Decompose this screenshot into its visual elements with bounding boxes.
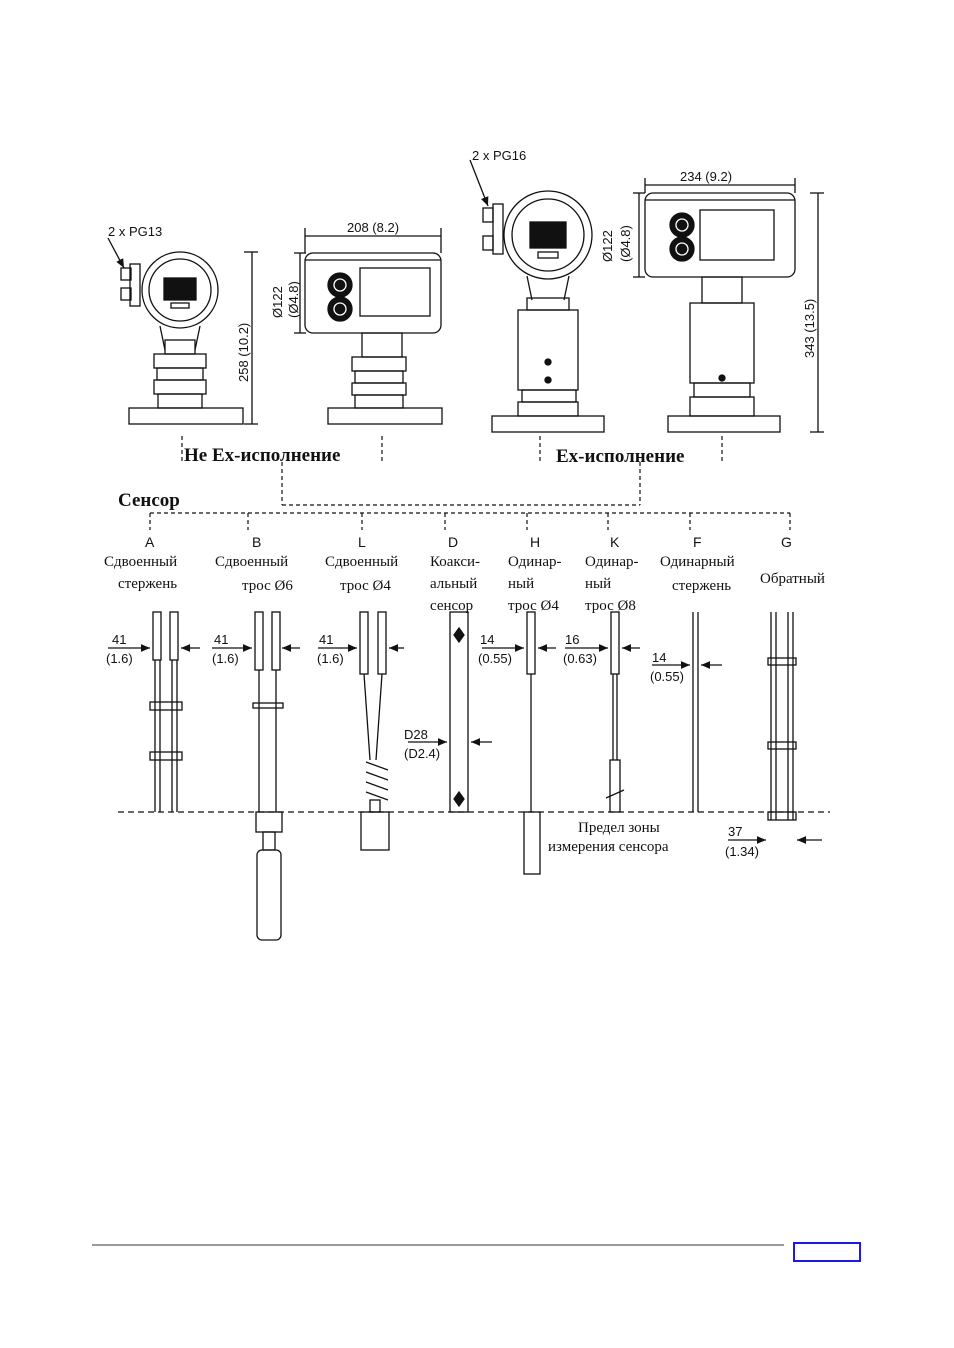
label-dim-122-left: Ø122 (270, 286, 285, 318)
limit-line2: измерения сенсора (548, 839, 669, 855)
sensor-k-line2: ный (585, 576, 611, 592)
label-non-ex: Не Ex-исполнение (184, 445, 340, 466)
housing-side-non-ex (304, 252, 443, 425)
dim-k-bot: (0.63) (563, 651, 597, 666)
label-pg13: 2 x PG13 (108, 224, 162, 239)
dim-h-top: 14 (480, 632, 494, 647)
dimension-arrows (108, 644, 822, 844)
sensor-d-line3: сенсор (430, 598, 473, 614)
dim-d-bot: (D2.4) (404, 746, 440, 761)
sensor-h-line2: ный (508, 576, 534, 592)
sensor-g-letter: G (781, 534, 792, 550)
housing-front-ex (482, 190, 605, 433)
dim-b-top: 41 (214, 632, 228, 647)
label-dim-48-right: (Ø4.8) (618, 225, 633, 262)
footer-rule (92, 1244, 784, 1246)
dim-g-top: 37 (728, 824, 742, 839)
sensor-l-line1: Сдвоенный (325, 554, 398, 570)
sensor-h-line3: трос Ø4 (508, 598, 559, 614)
sensor-k-line1: Одинар- (585, 554, 638, 570)
sensor-d-drawing (449, 611, 469, 813)
sensor-h-line1: Одинар- (508, 554, 561, 570)
sensor-l-drawing (359, 611, 390, 851)
label-pg16: 2 x PG16 (472, 148, 526, 163)
grouping-brackets (149, 436, 791, 530)
sensor-a-line1: Сдвоенный (104, 554, 177, 570)
sensor-a-drawing (149, 611, 183, 812)
sensor-a-line2: стержень (118, 576, 177, 592)
label-dim-122-right: Ø122 (600, 230, 615, 262)
dim-a-bot: (1.6) (106, 651, 133, 666)
sensor-f-drawing (692, 612, 699, 812)
dim-l-bot: (1.6) (317, 651, 344, 666)
sensor-k-letter: K (610, 534, 620, 550)
sensor-f-line2: стержень (672, 578, 731, 594)
dim-d-top: D28 (404, 727, 428, 742)
sensor-d-line2: альный (430, 576, 477, 592)
page-number-box (793, 1242, 861, 1262)
label-ex: Ex-исполнение (556, 446, 684, 467)
sensor-b-line1: Сдвоенный (215, 554, 288, 570)
label-dim-234: 234 (9.2) (680, 169, 732, 184)
sensor-b-drawing (252, 611, 284, 941)
sensor-a-letter: A (145, 534, 155, 550)
label-dim-48-left: (Ø4.8) (286, 281, 301, 318)
sensor-d-line1: Коакси- (430, 554, 480, 570)
housing-side-ex (644, 192, 796, 433)
label-dim-343: 343 (13.5) (802, 299, 817, 358)
sensor-d-letter: D (448, 534, 458, 550)
dim-a-top: 41 (112, 632, 126, 647)
dim-k-top: 16 (565, 632, 579, 647)
sensor-l-line2: трос Ø4 (340, 578, 391, 594)
limit-line1: Предел зоны (578, 820, 660, 836)
dim-f-top: 14 (652, 650, 666, 665)
dim-l-top: 41 (319, 632, 333, 647)
sensor-h-letter: H (530, 534, 540, 550)
sensor-g-line1: Обратный (760, 571, 825, 587)
sensor-b-line2: трос Ø6 (242, 578, 293, 594)
sensor-b-letter: B (252, 534, 261, 550)
sensor-f-letter: F (693, 534, 702, 550)
label-dim-258: 258 (10.2) (236, 323, 251, 382)
sensor-h-drawing (523, 611, 541, 875)
sensor-l-letter: L (358, 534, 366, 550)
sensor-f-line1: Одинарный (660, 554, 735, 570)
sensor-k-line3: трос Ø8 (585, 598, 636, 614)
label-sensor: Сенсор (118, 490, 180, 511)
label-dim-208: 208 (8.2) (347, 220, 399, 235)
sensor-k-drawing (605, 611, 625, 813)
dim-g-bot: (1.34) (725, 844, 759, 859)
dim-f-bot: (0.55) (650, 669, 684, 684)
sensor-g-drawing (767, 612, 797, 821)
dim-b-bot: (1.6) (212, 651, 239, 666)
dim-h-bot: (0.55) (478, 651, 512, 666)
housing-front-non-ex (120, 251, 244, 425)
